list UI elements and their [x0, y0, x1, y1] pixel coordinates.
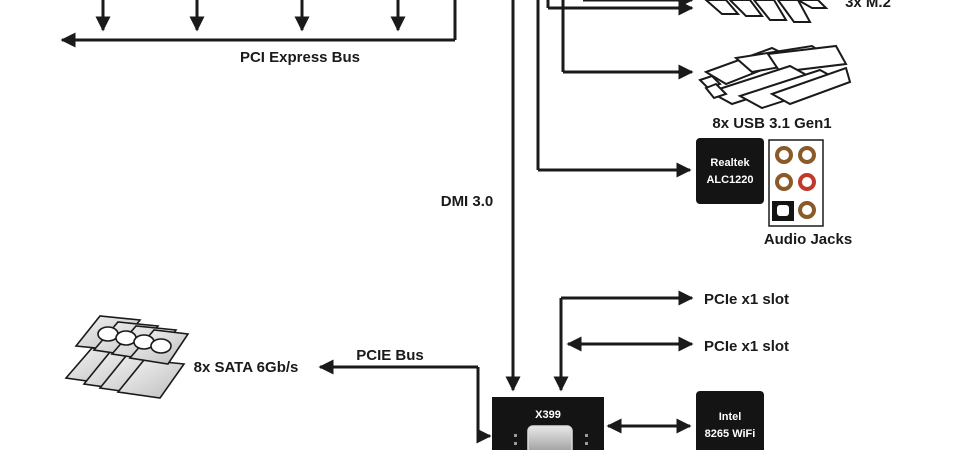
- pcie-bus-label: PCIE Bus: [356, 347, 424, 364]
- pcie-slot-links: [553, 290, 694, 392]
- realtek-chip: Realtek ALC1220: [696, 138, 764, 204]
- pcie-slot-2-label: PCIe x1 slot: [704, 338, 789, 355]
- audio-jacks-label: Audio Jacks: [764, 231, 852, 248]
- sata-label: 8x SATA 6Gb/s: [194, 359, 299, 376]
- usb-label: 8x USB 3.1 Gen1: [712, 115, 831, 132]
- intel-chip-line2: 8265 WiFi: [705, 428, 756, 440]
- x399-chipset: X399: [492, 397, 604, 450]
- m2-drives-icon: [704, 0, 829, 23]
- sata-drives-icon: [64, 315, 190, 399]
- dmi-label: DMI 3.0: [441, 193, 494, 210]
- audio-jacks-icon: [768, 139, 824, 227]
- intel-wifi-chip: Intel 8265 WiFi: [696, 391, 764, 450]
- m2-label: 3x M.2: [845, 0, 891, 11]
- usb-sticks-icon: [698, 44, 852, 110]
- sata-link: [318, 359, 492, 444]
- x399-chipset-label: X399: [535, 409, 561, 421]
- realtek-chip-line1: Realtek: [710, 157, 750, 169]
- pcie-slot-1-label: PCIe x1 slot: [704, 291, 789, 308]
- realtek-chip-line2: ALC1220: [706, 174, 753, 186]
- pci-express-bus-section: [60, 0, 457, 48]
- intel-chip-line1: Intel: [719, 411, 742, 423]
- pci-express-bus-label: PCI Express Bus: [240, 49, 360, 66]
- chipset-feeds: [536, 0, 694, 178]
